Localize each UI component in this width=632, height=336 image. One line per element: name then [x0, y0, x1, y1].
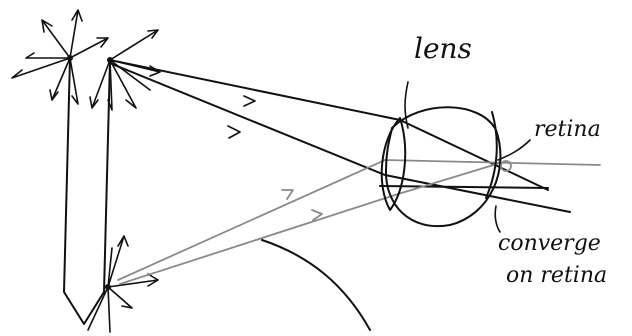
gray-ray-lower — [120, 163, 500, 284]
object-arrow — [64, 58, 110, 324]
black-ray-horizontal — [380, 186, 548, 188]
eyeball — [386, 107, 500, 226]
extra-stroke — [262, 240, 370, 330]
black-ray-upper — [110, 60, 548, 190]
label-converge: converge — [498, 231, 601, 256]
converge-pointer — [495, 206, 500, 232]
point-source-bottom — [88, 236, 158, 332]
black-ray-lower — [112, 64, 570, 212]
lens-shape — [382, 82, 408, 210]
point-source-top-left — [12, 10, 108, 104]
label-lens: lens — [414, 32, 472, 65]
label-retina: retina — [534, 117, 601, 142]
label-on-retina: on retina — [506, 263, 607, 288]
